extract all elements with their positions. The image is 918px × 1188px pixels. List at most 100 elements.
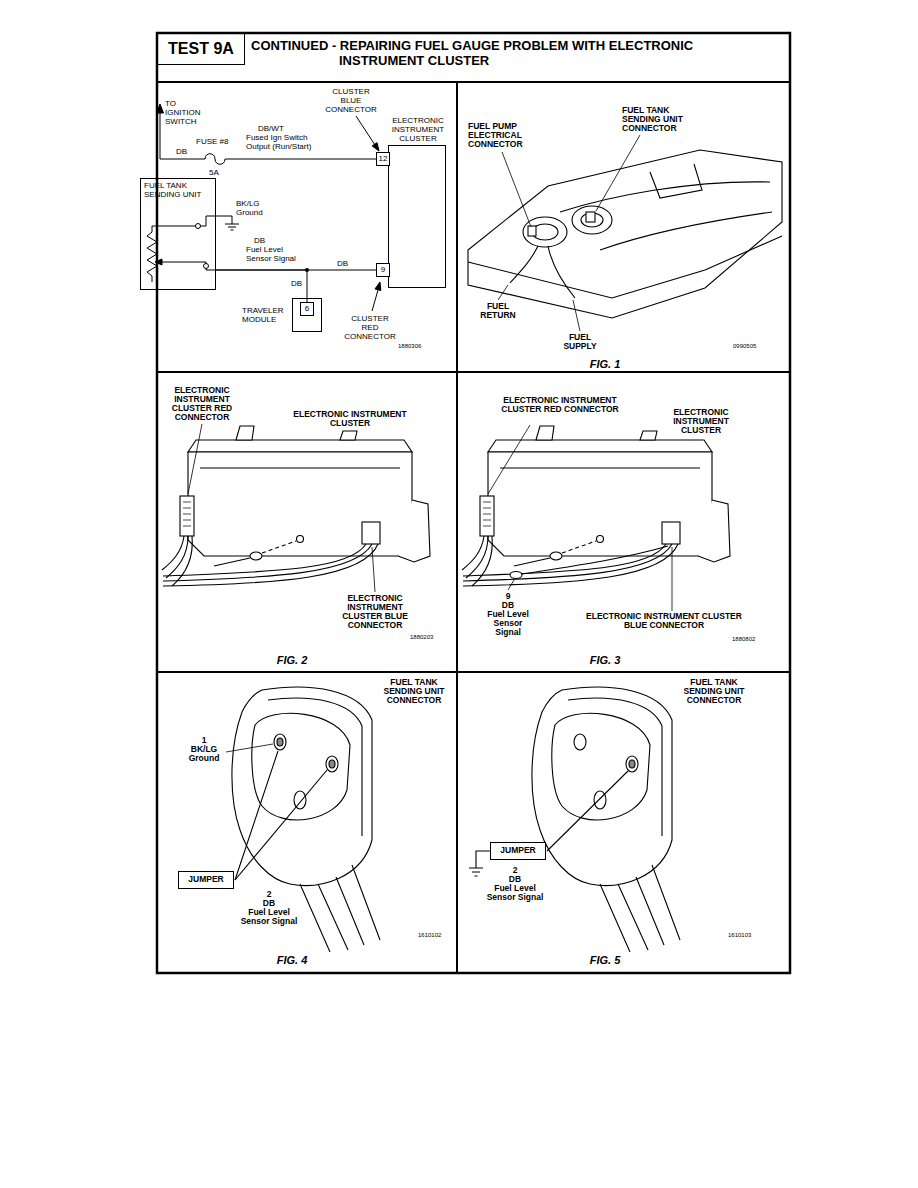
circuit-name: Fuel Level Sensor Signal [484,610,532,637]
figure-caption: FIG. 3 [583,654,627,666]
figure-number: 1610102 [418,932,458,939]
leader-line [188,424,202,494]
install-path [262,541,296,553]
wire-color: DB [290,279,303,288]
plug-bulb [250,552,262,560]
part-callout: FUEL TANK SENDING UNIT CONNECTOR [374,678,454,705]
pin-number: 1 [184,736,224,745]
circuit-name: Ground [184,754,224,763]
page-frame [157,33,790,973]
leader-line [508,580,514,590]
pin-number: 12 [377,153,389,165]
wire-color: DB [254,236,274,245]
wiper-arrow [155,259,162,265]
arrowhead [372,143,379,151]
pin-number: 2 [236,890,302,899]
connector-callout: ELECTRONIC INSTRUMENT CLUSTER RED CONNEC… [159,386,245,422]
sending-unit: FUEL TANK SENDING UNIT [140,178,216,290]
resistor-symbol [147,226,157,282]
pin-number: 6 [301,303,313,315]
connector-shell [232,687,372,885]
cluster-top [188,440,412,452]
wire-color: BK/LG [184,745,224,754]
leader-line [498,285,508,300]
sender-connector [586,212,595,222]
leader-line [573,300,580,331]
leader-line [502,152,531,227]
grid-line [456,82,458,973]
terminal-cavity [294,791,306,809]
terminal-cavity [326,756,338,772]
leader-line [488,425,530,494]
ground-symbol [225,224,239,230]
test-number-box: TEST 9A [158,34,245,65]
part-callout: ELECTRONIC INSTRUMENT CLUSTER [662,408,740,435]
connector-callout: ELECTRONIC INSTRUMENT CLUSTER BLUE CONNE… [576,612,752,630]
jumper-label: JUMPER [491,843,545,858]
connector-callout: ELECTRONIC INSTRUMENT CLUSTER BLUE CONNE… [333,594,417,630]
sender-flange [581,213,603,227]
figure-number: 0990505 [733,343,773,350]
figure-caption: FIG. 4 [270,954,314,966]
red-connector [180,496,194,536]
part-callout: FUEL TANK SENDING UNIT CONNECTOR [674,678,754,705]
ground-symbol [469,868,483,876]
pin-number: 9 [377,264,389,276]
terminal-pin [629,760,635,768]
fuel-tank-illustration [468,135,782,331]
wire-color: DB [176,147,192,156]
fuse-rating: 5A [209,168,225,177]
leader-line [226,744,273,752]
pin-number: 2 [482,866,548,875]
mount-tab [340,431,357,440]
signal-wire [522,546,668,574]
component-name: TRAVELER MODULE [242,298,290,324]
blue-connector [362,522,380,544]
mount-tab [236,426,254,440]
leader-line [672,547,673,611]
wire-bundle [162,536,192,586]
cluster-housing-outline [388,145,446,288]
housing-groove [200,467,400,468]
outer-border [157,33,790,973]
ground-wire [216,216,232,224]
wire-color: DB/WT [258,124,298,133]
instrument-cluster-drawing [462,426,730,586]
pin-number: 9 [484,592,532,601]
circuit-name: Ground [236,208,270,217]
tank-pad [650,164,702,198]
cluster-illustration [162,424,730,611]
sender-ground-lead [152,216,216,226]
schematic-wiring [147,104,381,311]
leader-line [596,135,640,211]
part-callout: FUEL RETURN [476,302,520,320]
contact-symbol [196,224,201,229]
wire-terminal [510,572,522,579]
sending-unit-connector-drawing [532,687,680,952]
tank-ridge [600,212,772,250]
leader-line [356,116,375,145]
ignition-feed-wire [160,154,376,165]
fuel-tank [468,150,782,318]
cluster-back [188,452,412,556]
part-callout: FUEL PUMP ELECTRICAL CONNECTOR [468,122,534,149]
jumper-wire-box: JUMPER [490,842,546,860]
figure-number: 1610103 [728,932,768,939]
component-name: FUEL TANK SENDING UNIT [144,181,212,199]
wire-destination: TO IGNITION SWITCH [165,99,209,126]
figure-number: 1880306 [398,343,438,350]
instrument-cluster-drawing [162,426,430,586]
arrowhead [375,282,381,291]
jumper-lead [235,770,327,880]
circuit-name: Fuel Level Sensor Signal [482,884,548,902]
jumper-wire-box: JUMPER [178,871,234,889]
pump-flange [523,217,567,247]
wire-color: DB [336,259,349,268]
component-name: ELECTRONIC INSTRUMENT CLUSTER [382,116,454,143]
part-callout: ELECTRONIC INSTRUMENT CLUSTER [285,410,415,428]
instrument-cluster: ELECTRONIC INSTRUMENT CLUSTER129 [382,116,454,288]
wire-color: DB [484,601,532,610]
